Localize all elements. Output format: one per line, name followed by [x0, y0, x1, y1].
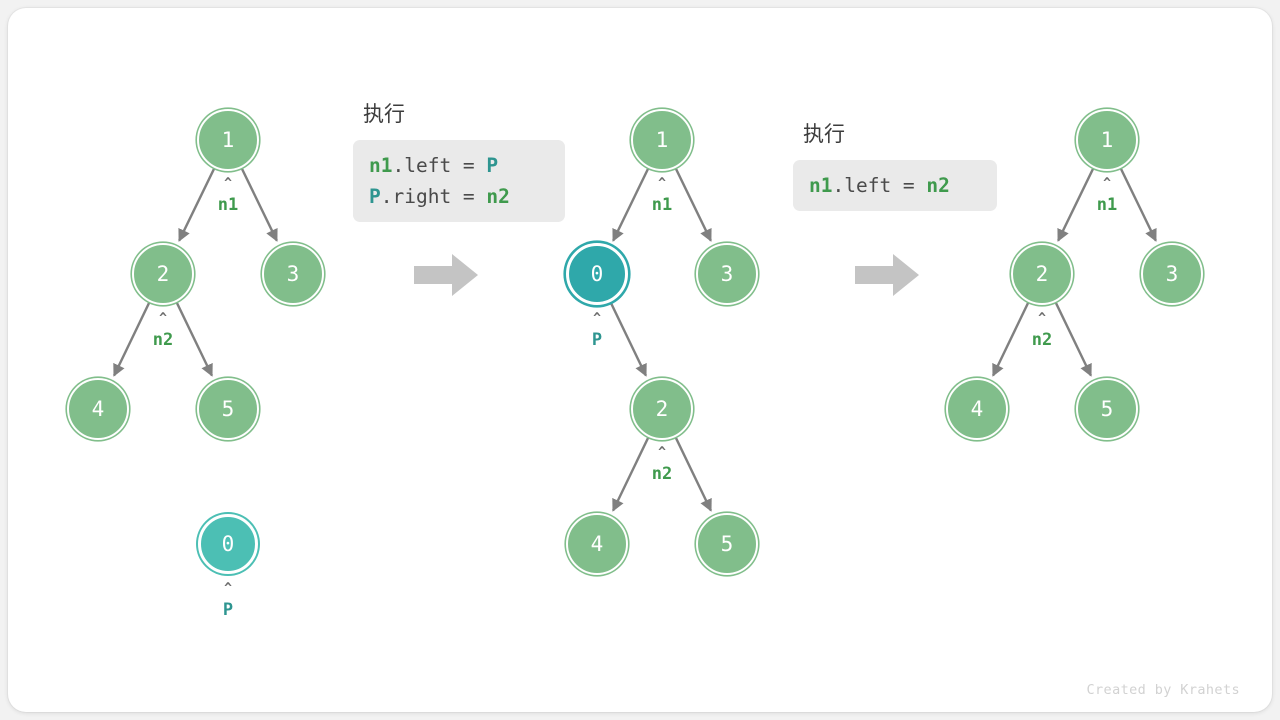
pointer-name: P	[591, 330, 603, 350]
tree-node-5[interactable]: 5	[696, 513, 758, 575]
tree-node-3[interactable]: 3	[696, 243, 758, 305]
code-token: n2	[926, 174, 950, 197]
code-token: n1	[369, 154, 393, 177]
tree-node-1[interactable]: 1	[197, 109, 259, 171]
tree-edge	[178, 168, 216, 242]
pointer-label-n1: ^ n1	[198, 176, 258, 215]
tree-node-4[interactable]: 4	[67, 378, 129, 440]
code-token: n2	[486, 185, 510, 208]
tree-edge	[1054, 302, 1093, 377]
tree-node-2[interactable]: 2	[1011, 243, 1073, 305]
tree-edge	[1119, 168, 1157, 242]
tree-node-2[interactable]: 2	[631, 378, 693, 440]
tree-edge	[674, 437, 713, 512]
code-line: n1.left = P	[369, 150, 549, 181]
code-line: P.right = n2	[369, 181, 549, 212]
pointer-label-n2: ^ n2	[133, 311, 193, 350]
tree-node-4[interactable]: 4	[946, 378, 1008, 440]
tree-node-5[interactable]: 5	[197, 378, 259, 440]
pointer-name: n2	[152, 330, 174, 350]
pointer-label-n2: ^ n2	[632, 445, 692, 484]
caret-icon: ^	[1038, 311, 1046, 326]
tree-edge	[609, 302, 648, 377]
code-token: .right =	[380, 185, 487, 208]
tree-node-1[interactable]: 1	[631, 109, 693, 171]
caret-icon: ^	[224, 176, 232, 191]
tree-node-1[interactable]: 1	[1076, 109, 1138, 171]
tree-node-3[interactable]: 3	[1141, 243, 1203, 305]
code-line: n1.left = n2	[809, 170, 981, 201]
caret-icon: ^	[159, 311, 167, 326]
tree-node-5[interactable]: 5	[1076, 378, 1138, 440]
pointer-name: P	[222, 600, 234, 620]
step-block-arrow	[855, 254, 919, 296]
pointer-name: n2	[651, 464, 673, 484]
pointer-label-P: ^P	[198, 581, 258, 620]
step2-code-box: n1.left = n2	[793, 160, 997, 211]
step-block-arrow	[414, 254, 478, 296]
tree-edge	[612, 168, 650, 242]
step2-label: 执行	[803, 122, 845, 146]
tree-edge	[175, 302, 214, 377]
caret-icon: ^	[658, 445, 666, 460]
tree-edge	[240, 168, 278, 242]
credit-text: Created by Krahets	[1086, 682, 1240, 698]
caret-icon: ^	[593, 311, 601, 326]
pointer-name: n1	[651, 195, 673, 215]
code-token: P	[486, 154, 499, 177]
caret-icon: ^	[658, 176, 666, 191]
pointer-name: n2	[1031, 330, 1053, 350]
code-token: .left =	[392, 154, 487, 177]
tree-edge	[611, 437, 650, 512]
pointer-label-n1: ^ n1	[632, 176, 692, 215]
caret-icon: ^	[1103, 176, 1111, 191]
tree-node-2[interactable]: 2	[132, 243, 194, 305]
pointer-name: n1	[1096, 195, 1118, 215]
tree-edge	[1057, 168, 1095, 242]
pointer-label-n2: ^ n2	[1012, 311, 1072, 350]
tree-node-3[interactable]: 3	[262, 243, 324, 305]
pointer-name: n1	[217, 195, 239, 215]
code-token: n1	[809, 174, 833, 197]
caret-icon: ^	[224, 581, 232, 596]
tree-node-0[interactable]: 0	[566, 243, 628, 305]
code-token: P	[369, 185, 381, 208]
pointer-label-n1: ^ n1	[1077, 176, 1137, 215]
tree-edge	[991, 302, 1030, 377]
step1-label: 执行	[363, 102, 405, 126]
code-token: .left =	[832, 174, 927, 197]
tree-edge	[674, 168, 712, 242]
tree-node-0[interactable]: 0	[198, 514, 258, 574]
tree-node-4[interactable]: 4	[566, 513, 628, 575]
pointer-label-P: ^P	[567, 311, 627, 350]
tree-edge	[112, 302, 151, 377]
